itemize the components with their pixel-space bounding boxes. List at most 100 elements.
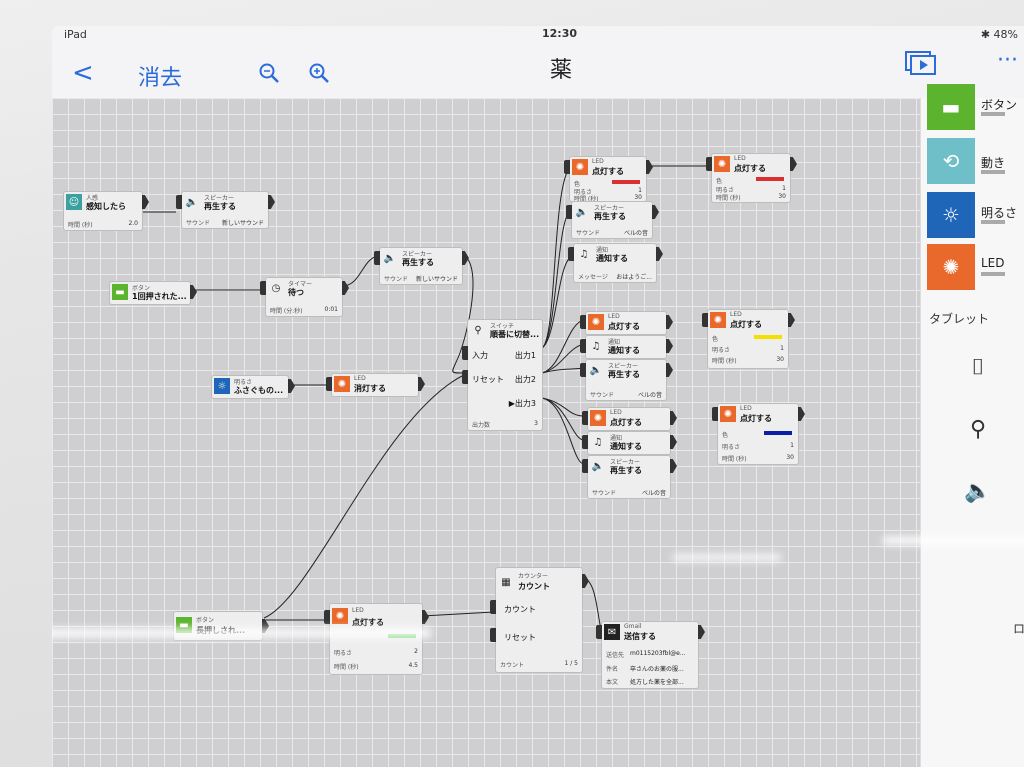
- input-port[interactable]: [580, 339, 586, 353]
- reset-port[interactable]: [462, 370, 468, 384]
- program-canvas[interactable]: ☺ 人感 感知したら 時間 (秒) 2.0 🔈 スピーカー 再生する サウンド …: [52, 98, 920, 767]
- output-port[interactable]: [422, 610, 429, 624]
- led-off-block[interactable]: ✺ LED 消灯する: [326, 374, 425, 396]
- output-port[interactable]: [670, 411, 677, 425]
- output-port[interactable]: [670, 435, 677, 449]
- input-port[interactable]: [580, 315, 586, 329]
- palette-item-motion[interactable]: ⟲ 動き: [927, 138, 1024, 186]
- input-port[interactable]: [326, 377, 332, 391]
- notification-block[interactable]: ♫ 通知 通知する メッセージ おはようご...: [568, 244, 663, 282]
- output-port[interactable]: [418, 377, 425, 391]
- input-port[interactable]: [582, 459, 588, 473]
- microphone-icon[interactable]: ⚲: [969, 416, 987, 442]
- led-icon: ✺: [590, 410, 606, 426]
- output-port[interactable]: [670, 459, 677, 473]
- speaker-block[interactable]: 🔈 スピーカー 再生する サウンド 新しいサウンド: [374, 248, 469, 284]
- input-port[interactable]: [712, 407, 718, 421]
- block-value: ベルの音: [637, 392, 662, 399]
- output-port[interactable]: [190, 285, 197, 299]
- output-port[interactable]: [788, 313, 795, 327]
- output-port[interactable]: [666, 363, 673, 377]
- input-port[interactable]: [702, 313, 708, 327]
- led-block[interactable]: ✺ LED 点灯する 色 明るさ 1 時間 (秒) 30: [712, 404, 805, 464]
- output-port[interactable]: [790, 157, 797, 171]
- output-port[interactable]: [582, 574, 589, 588]
- block-action: 通知する: [610, 442, 642, 451]
- led-block[interactable]: ✺ LED 点灯する 色 明るさ 1 時間 (秒) 30: [702, 310, 795, 368]
- motion-sensor-block[interactable]: ☺ 人感 感知したら 時間 (秒) 2.0: [64, 192, 149, 230]
- speaker-block[interactable]: 🔈 スピーカー 再生する サウンド 新しいサウンド: [176, 192, 275, 228]
- bell-icon: ♫: [591, 340, 601, 352]
- block-action: 順番に切替...: [490, 330, 540, 339]
- input-port[interactable]: [374, 251, 380, 265]
- block-value: 1: [780, 345, 784, 352]
- palette-item-button[interactable]: ▬ ボタン: [927, 84, 1024, 132]
- input-port[interactable]: [324, 610, 330, 624]
- block-category: スピーカー: [204, 195, 235, 202]
- notification-block[interactable]: ♫ 通知 通知する: [580, 336, 673, 358]
- input-port[interactable]: [176, 195, 182, 209]
- back-button[interactable]: <: [72, 58, 94, 88]
- reset-port[interactable]: [490, 628, 496, 642]
- output-port[interactable]: [268, 195, 275, 209]
- output-port[interactable]: [462, 251, 469, 265]
- block-value: 1: [782, 185, 786, 192]
- output-port[interactable]: [798, 407, 805, 421]
- output-port[interactable]: [666, 339, 673, 353]
- brightness-icon: ☼: [214, 378, 230, 394]
- led-block[interactable]: ✺ LED 点灯する 色 明るさ 1 時間 (秒) 30: [564, 157, 653, 203]
- speaker-icon[interactable]: 🔈: [964, 478, 992, 504]
- block-action: 点灯する: [740, 414, 772, 423]
- erase-button[interactable]: 消去: [138, 66, 183, 91]
- output-port[interactable]: [666, 315, 673, 329]
- input-port[interactable]: [260, 281, 266, 295]
- output-port[interactable]: [652, 205, 659, 219]
- count-port[interactable]: [490, 600, 496, 614]
- input-port[interactable]: [462, 346, 468, 360]
- palette-item-led[interactable]: ✺ LED: [927, 244, 1024, 292]
- brightness-block[interactable]: ☼ 明るさ ふさぐもの...: [212, 376, 295, 398]
- led-block[interactable]: ✺ LED 点灯する 明るさ 2 時間 (秒) 4.5: [324, 604, 429, 674]
- output-port[interactable]: [698, 625, 705, 639]
- palette-item-brightness[interactable]: ☼ 明るさ: [927, 192, 1024, 240]
- output-port[interactable]: [342, 281, 349, 295]
- output-port[interactable]: [646, 160, 653, 174]
- input-port[interactable]: [706, 157, 712, 171]
- camera-icon[interactable]: ⌷: [971, 354, 985, 380]
- output-port[interactable]: [262, 619, 269, 633]
- button-block[interactable]: ▬ ボタン 1回押された...: [110, 282, 197, 304]
- block-category: 通知: [596, 247, 609, 254]
- counter-block[interactable]: ▦ カウンター カウント カウント リセット カウント 1 / 5: [490, 568, 589, 672]
- output-port[interactable]: [288, 379, 295, 393]
- led-block[interactable]: ✺ LED 点灯する 色 明るさ 1 時間 (秒) 30: [706, 154, 797, 202]
- led-block[interactable]: ✺ LED 点灯する: [580, 312, 673, 334]
- timer-block[interactable]: ◷ タイマー 待つ 時間 (分:秒) 0:01: [260, 278, 349, 316]
- input-port[interactable]: [582, 435, 588, 449]
- input-port[interactable]: [580, 363, 586, 377]
- switch-block[interactable]: ⚲ スイッチ 順番に切替... 入力 リセット 出力1 出力2 ▶出力3 出力数…: [462, 320, 542, 430]
- block-category: LED: [352, 607, 364, 614]
- button-icon: ▬: [112, 284, 128, 300]
- gmail-block[interactable]: ✉ Gmail 送信する 送信先 m0115203fbl@e... 件名 卒さん…: [596, 622, 705, 688]
- zoom-in-icon[interactable]: [308, 62, 330, 84]
- input-port[interactable]: [568, 247, 574, 261]
- run-icon[interactable]: [904, 50, 938, 76]
- more-icon[interactable]: ···: [997, 48, 1018, 73]
- output-port[interactable]: [142, 195, 149, 209]
- block-property: カウント: [500, 662, 525, 669]
- zoom-out-icon[interactable]: [258, 62, 280, 84]
- input-port[interactable]: [582, 411, 588, 425]
- notification-block[interactable]: ♫ 通知 通知する: [582, 432, 677, 454]
- input-port[interactable]: [566, 205, 572, 219]
- brightness-icon: ☼: [927, 192, 975, 238]
- input-port[interactable]: [564, 160, 570, 174]
- led-block[interactable]: ✺ LED 点灯する: [582, 408, 677, 430]
- battery-level: ✱ 48%: [981, 28, 1018, 41]
- speaker-block[interactable]: 🔈 スピーカー 再生する サウンド ベルの音: [580, 360, 673, 400]
- palette-item-label: 明るさ: [981, 206, 1018, 220]
- input-port[interactable]: [596, 625, 602, 639]
- speaker-block[interactable]: 🔈 スピーカー 再生する サウンド ベルの音: [582, 456, 677, 498]
- speaker-block[interactable]: 🔈 スピーカー 再生する サウンド ベルの音: [566, 202, 659, 238]
- block-value: 新しいサウンド: [221, 220, 264, 227]
- output-port[interactable]: [656, 247, 663, 261]
